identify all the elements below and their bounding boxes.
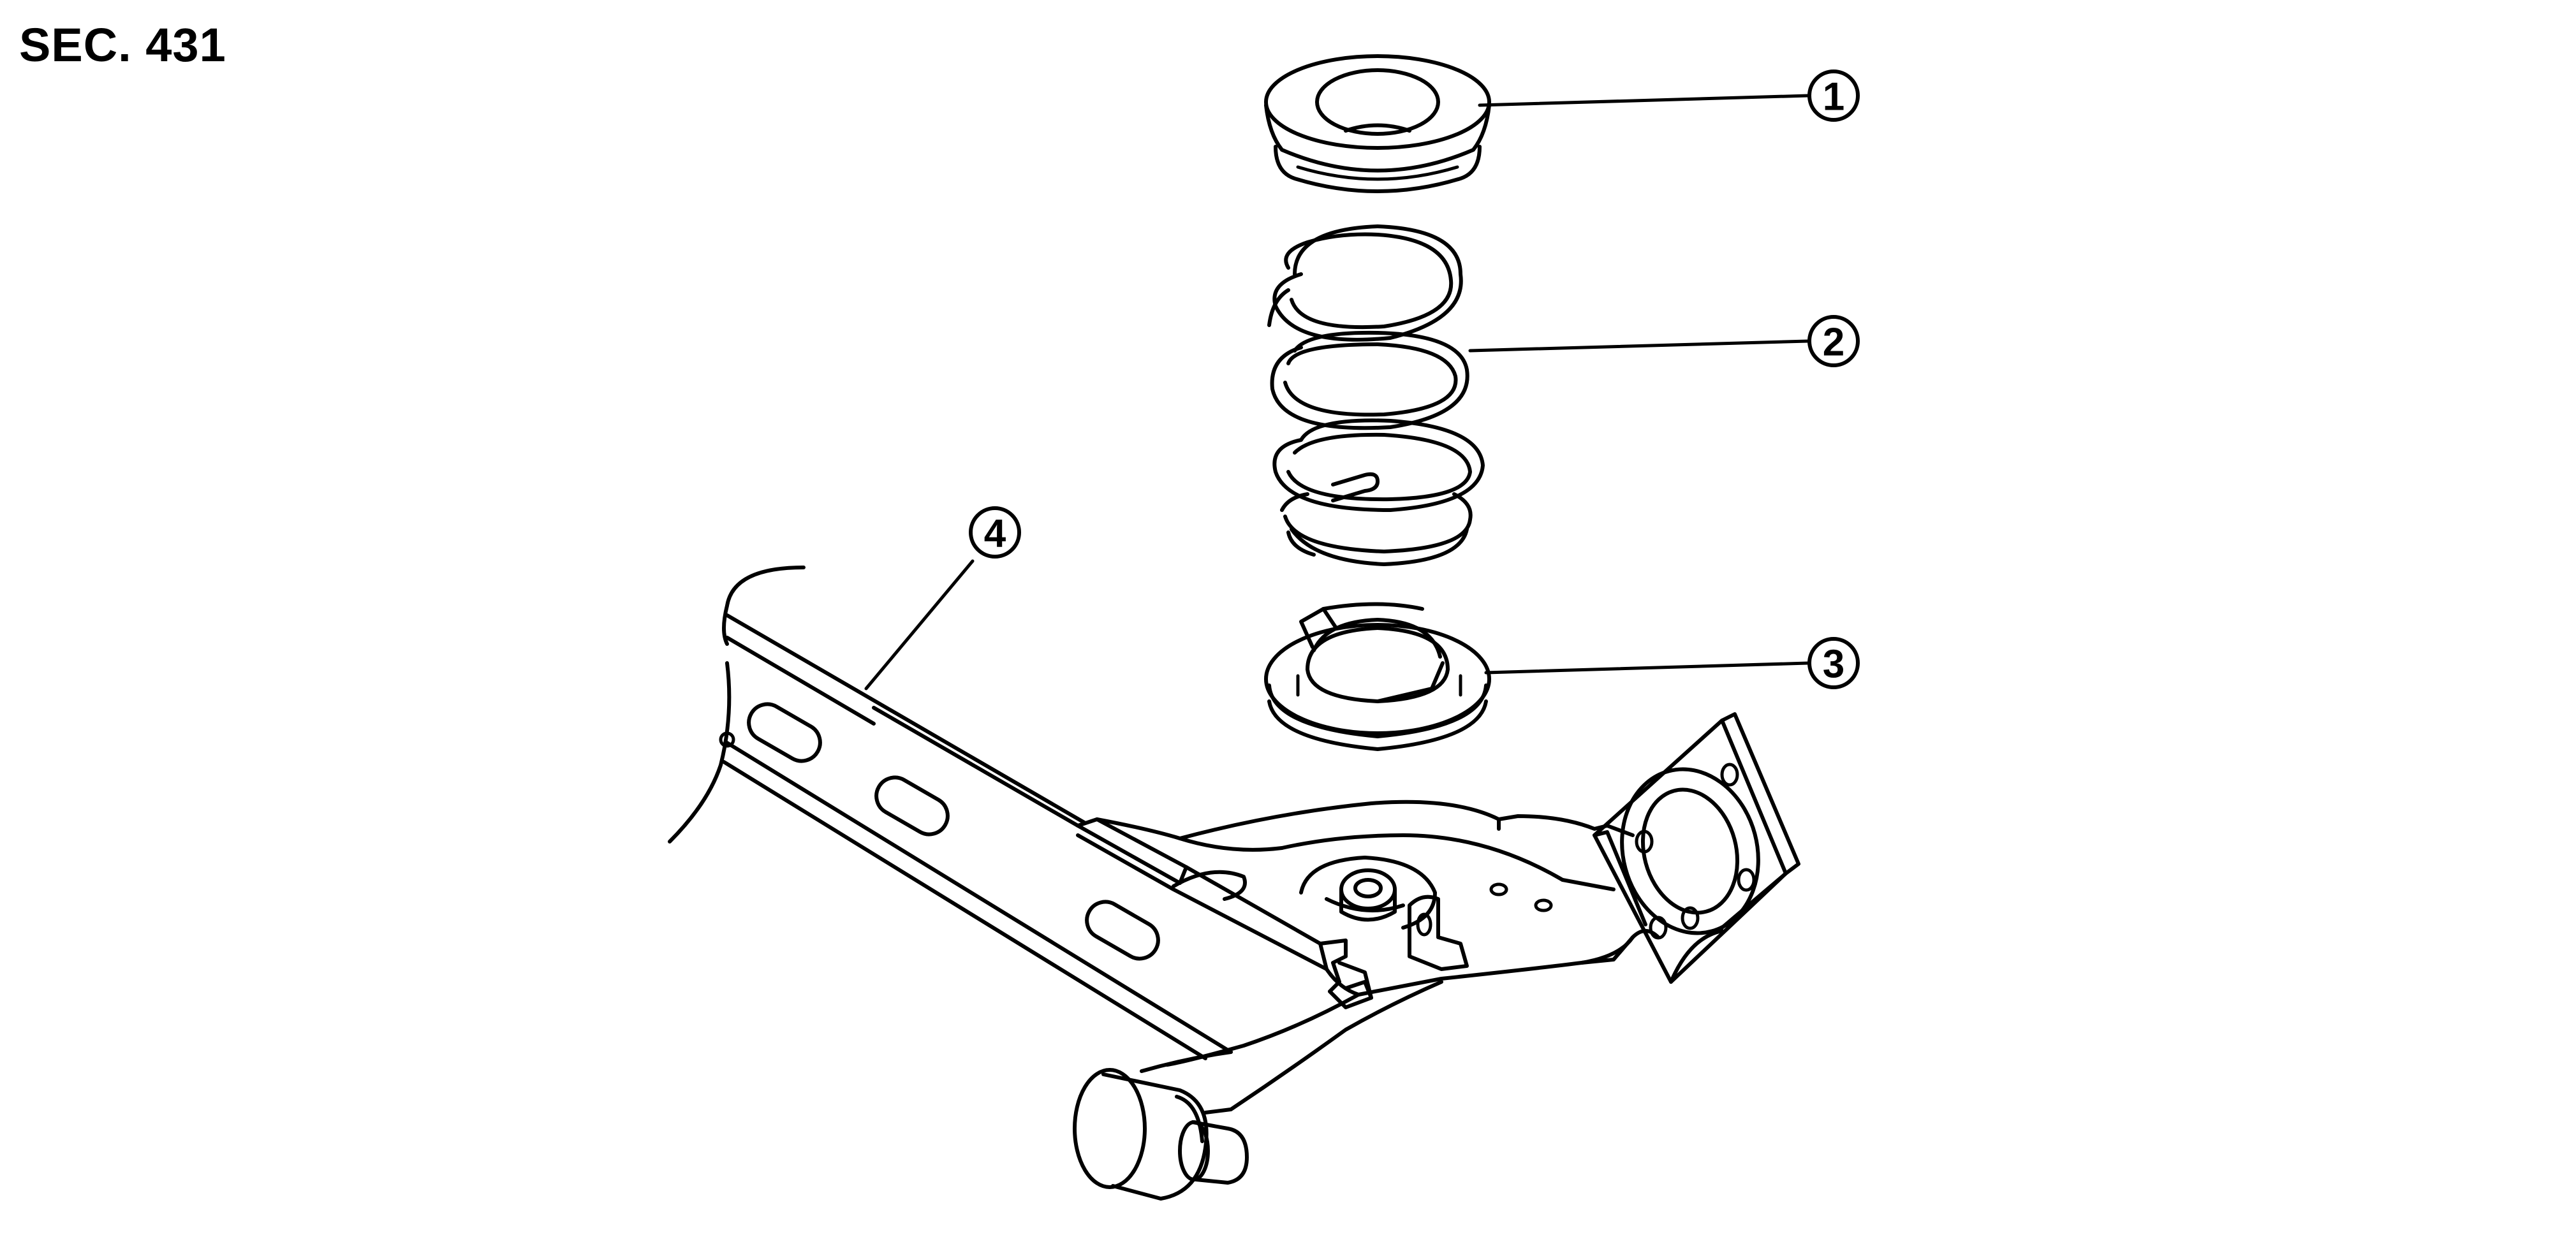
callout-2-number: 2 (1823, 321, 1844, 365)
upper-spring-seat (1264, 54, 1491, 193)
leader-lines (864, 94, 1810, 691)
lower-spring-seat (1264, 602, 1491, 751)
coil-spring (1267, 224, 1485, 566)
callout-4: 4 (969, 506, 1021, 559)
callout-3-number: 3 (1823, 643, 1844, 687)
callout-3: 3 (1807, 637, 1860, 689)
callout-1: 1 (1807, 69, 1860, 122)
section-label: SEC. 431 (19, 18, 226, 71)
callout-4-number: 4 (984, 512, 1006, 556)
rear-suspension-beam (668, 566, 1800, 1201)
callout-2: 2 (1807, 315, 1860, 367)
callout-1-number: 1 (1823, 75, 1844, 119)
